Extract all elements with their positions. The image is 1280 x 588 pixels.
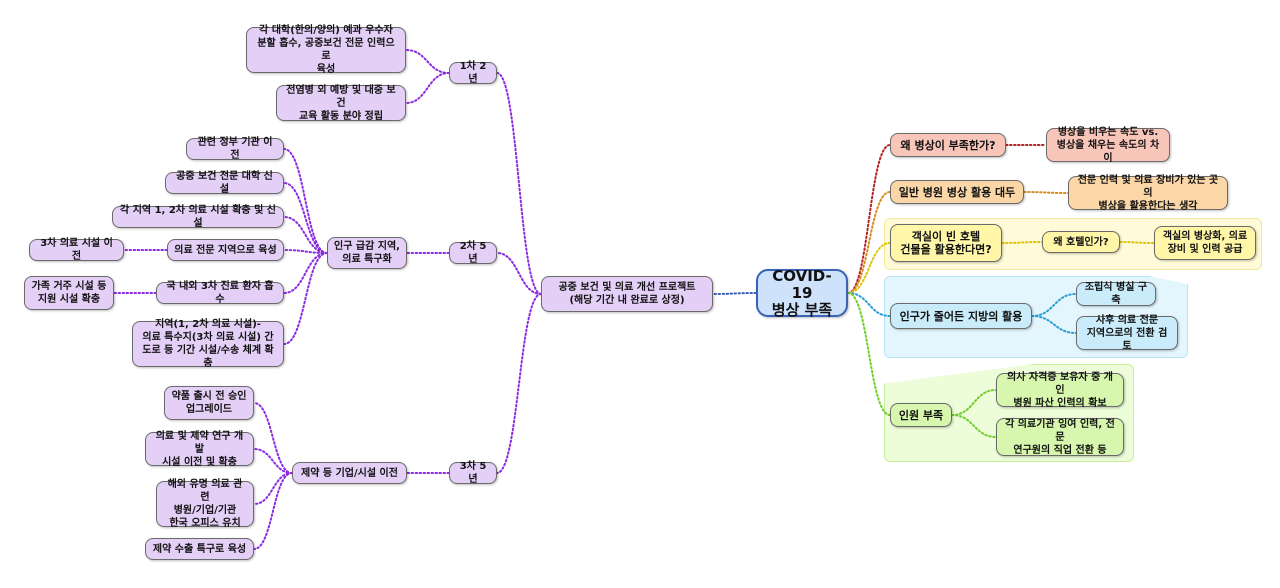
phase3-item-1[interactable]: 약품 출시 전 승인 업그레이드 (164, 386, 254, 420)
phase3-node[interactable]: 3차 5년 (449, 461, 497, 485)
edge-phase2-item3 (283, 216, 328, 254)
edge-phase2-item1 (283, 148, 328, 254)
edge-hotel-why (1001, 241, 1043, 244)
edge-staff-item1 (951, 389, 997, 416)
edge-project-phase3 (496, 293, 542, 474)
hotel-detail[interactable]: 객실의 병상화, 의료 장비 및 인력 공급 (1154, 226, 1256, 260)
edge-phase1-item2 (405, 72, 450, 104)
phase2-hub[interactable]: 인구 급감 지역, 의료 특구화 (327, 237, 407, 269)
edge-central-hotel (847, 242, 891, 294)
project-node[interactable]: 공중 보건 및 의료 개선 프로젝트 (해당 기간 내 완료로 상정) (541, 276, 713, 312)
hotel-node[interactable]: 객실이 빈 호텔 건물을 활용한다면? (890, 224, 1002, 262)
edge-phase1-item1 (405, 49, 450, 74)
region-item-1[interactable]: 조립식 병실 구축 (1076, 282, 1156, 306)
phase2-item-5[interactable]: 국 내외 3차 진료 환자 흡수 (156, 281, 284, 305)
phase2-item-6[interactable]: 지역(1, 2차 의료 시설)- 의료 특수지(3차 의료 시설) 간 도로 등… (132, 319, 284, 369)
edge-phase3-item3 (253, 472, 293, 505)
staff-item-2[interactable]: 각 의료기관 잉여 인력, 전문 연구원의 직업 전환 등 (996, 418, 1124, 456)
general-node[interactable]: 일반 병원 병상 활용 대두 (890, 180, 1024, 204)
phase1-node[interactable]: 1차 2년 (449, 61, 497, 85)
edge-hotelwhy-detail (1119, 241, 1155, 244)
general-detail[interactable]: 전문 인력 및 의료 장비가 있는 곳의 병상을 활용한다는 생각 (1068, 175, 1228, 212)
edge-region-item2 (1031, 315, 1077, 334)
hotel-why-node[interactable]: 왜 호텔인가? (1042, 231, 1120, 253)
edge-phase3-item4 (253, 472, 293, 550)
edge-central-general (847, 191, 891, 294)
edge-phase2-item2 (283, 182, 328, 254)
region-item-2[interactable]: 사후 의료 전문 지역으로의 전환 검토 (1076, 315, 1178, 352)
edge-central-staff (847, 292, 891, 416)
phase3-item-4[interactable]: 제약 수출 특구로 육성 (145, 538, 254, 560)
phase1-item-1[interactable]: 각 대학(한의/양의) 예과 우수자 분할 흡수, 공중보건 전문 인력으로 육… (246, 25, 406, 75)
why-detail[interactable]: 병상을 비우는 속도 vs. 병상을 채우는 속도의 차이 (1046, 127, 1170, 164)
phase2-item-1[interactable]: 관련 정부 기관 이전 (186, 137, 284, 161)
edge-project-phase1 (496, 72, 542, 295)
phase2-subitem-1[interactable]: 3차 의료 시설 이전 (29, 238, 124, 262)
edge-region-item1 (1031, 293, 1077, 317)
phase2-item-3[interactable]: 각 지역 1, 2차 의료 시설 확충 및 신설 (112, 205, 284, 229)
phase2-node[interactable]: 2차 5년 (449, 241, 497, 265)
phase2-item-4[interactable]: 의료 전문 지역으로 육성 (167, 239, 284, 261)
edge-central-why (847, 144, 891, 294)
edge-phase2-item5 (283, 252, 328, 294)
why-node[interactable]: 왜 병상이 부족한가? (890, 133, 1006, 157)
phase1-item-2[interactable]: 전염병 외 예방 및 대중 보건 교육 활동 분야 정립 (276, 85, 406, 122)
central-topic[interactable]: COVID-19 병상 부족 (756, 267, 848, 318)
edge-phase2-item6 (283, 252, 328, 345)
phase3-item-2[interactable]: 의료 및 제약 연구 개발 시설 이전 및 확충 (145, 431, 254, 468)
phase3-hub[interactable]: 제약 등 기업/시설 이전 (292, 462, 407, 484)
edge-phase3-item2 (253, 448, 293, 474)
edge-project-phase2 (496, 252, 542, 295)
phase2-item-2[interactable]: 공중 보건 전문 대학 신설 (165, 171, 284, 195)
edge-central-region (847, 292, 891, 317)
staff-node[interactable]: 인원 부족 (890, 403, 952, 427)
edge-staff-item2 (951, 414, 997, 438)
phase3-item-3[interactable]: 해외 유명 의료 관련 병원/기업/기관 한국 오피스 유치 (156, 479, 254, 529)
staff-item-1[interactable]: 의사 자격증 보유자 중 개인 병원 파산 인력의 확보 (996, 372, 1124, 409)
edge-phase3-item1 (253, 402, 293, 474)
region-node[interactable]: 인구가 줄어든 지방의 활용 (890, 303, 1032, 329)
edge-general-detail (1023, 191, 1069, 194)
phase2-subitem-2[interactable]: 가족 거주 시설 등 지원 시설 확충 (24, 276, 114, 310)
edge-central-project (712, 292, 757, 295)
